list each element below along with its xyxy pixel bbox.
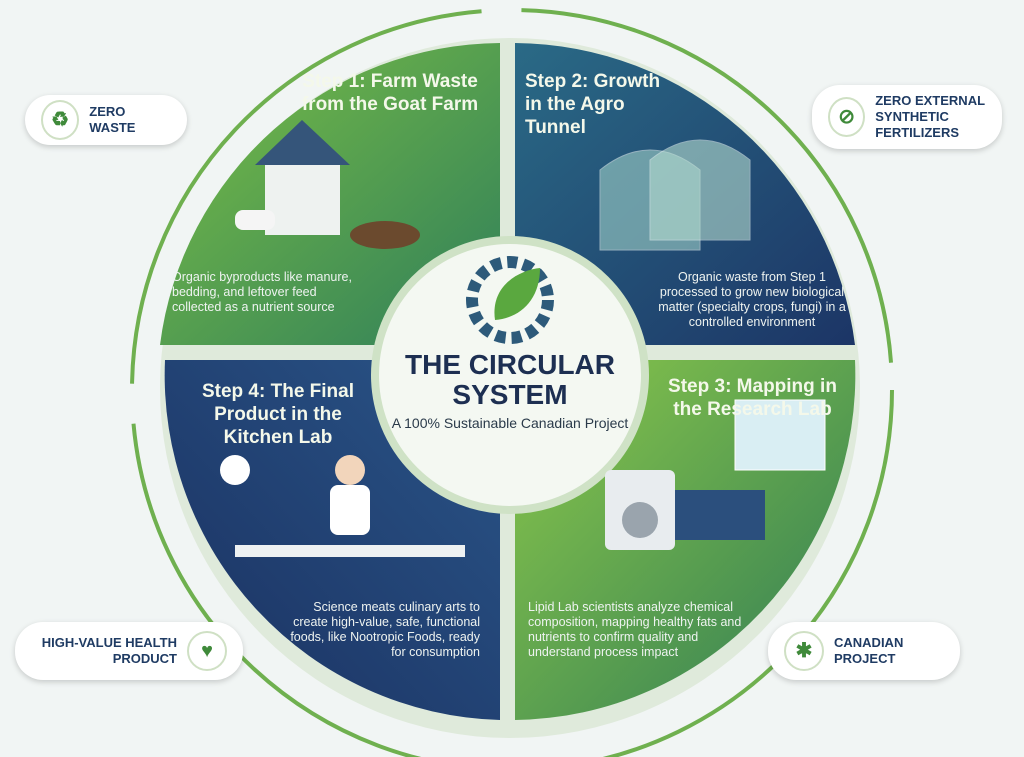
step-4-title: Step 4: The Final Product in the Kitchen… — [201, 381, 355, 448]
badge-label: HIGH-VALUE HEALTH PRODUCT — [41, 635, 177, 666]
outer-cycle-arrow — [130, 8, 894, 757]
maple-leaf-icon: ✱ — [784, 631, 824, 671]
step-2-description: Organic waste from Step 1 processed to g… — [658, 270, 846, 329]
step-3-title: Step 3: Mapping in the Research Lab — [668, 376, 837, 420]
research-lab-illustration — [605, 399, 826, 550]
gear-leaf-logo — [466, 256, 554, 344]
center-title: THE CIRCULAR SYSTEM — [405, 349, 615, 410]
no-chemical-flask-icon: ⊘ — [828, 97, 866, 137]
center-hub — [371, 236, 649, 514]
step-2-title: Step 2: Growth in the Agro Tunnel — [525, 71, 661, 138]
health-jar-icon: ♥ — [187, 631, 227, 671]
recycle-icon: ♻ — [41, 100, 80, 140]
step-3-description: Lipid Lab scientists analyze chemical co… — [528, 600, 742, 659]
badge-zero-waste: ♻ ZERO WASTE — [25, 95, 187, 145]
agro-tunnel-illustration — [599, 139, 751, 251]
barn-goat-illustration — [235, 120, 420, 249]
badge-canadian-project: ✱ CANADIAN PROJECT — [768, 622, 960, 680]
step-1-description: Organic byproducts like manure, bedding,… — [172, 270, 352, 314]
kitchen-lab-illustration — [220, 455, 465, 557]
badge-label: CANADIAN PROJECT — [834, 635, 904, 666]
badge-label: ZERO EXTERNAL SYNTHETIC FERTILIZERS — [875, 93, 985, 140]
center-subtitle: A 100% Sustainable Canadian Project — [391, 415, 629, 431]
step-4-description: Science meats culinary arts to create hi… — [290, 600, 480, 659]
badge-zero-fertilizers: ⊘ ZERO EXTERNAL SYNTHETIC FERTILIZERS — [812, 85, 1002, 149]
badge-label: ZERO WASTE — [89, 104, 136, 135]
badge-health-product: ♥ HIGH-VALUE HEALTH PRODUCT — [15, 622, 243, 680]
step-1-title: Step 1: Farm Waste from the Goat Farm — [301, 71, 479, 115]
